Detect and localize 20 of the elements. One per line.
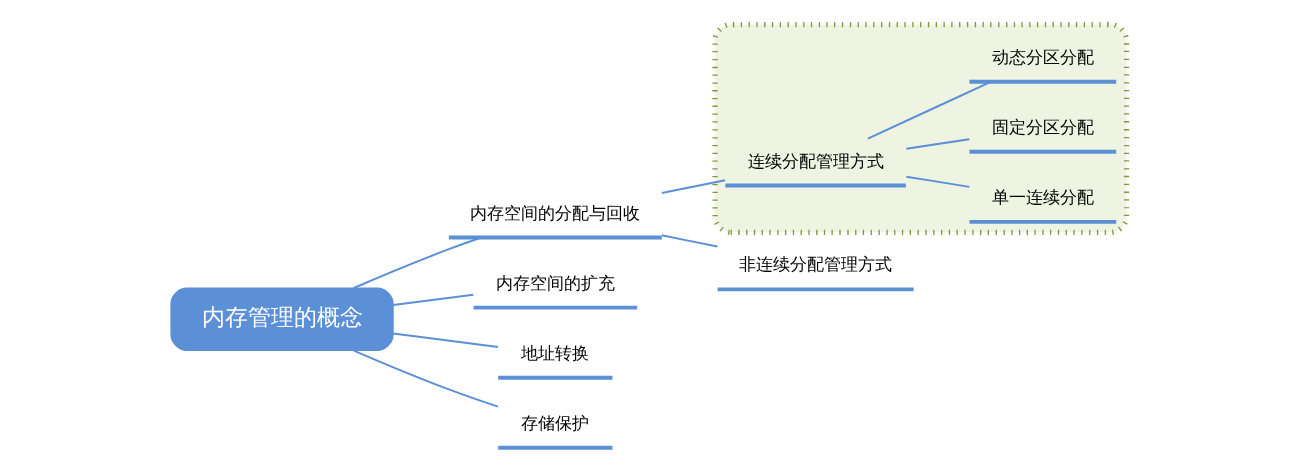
node-text: 内存空间的扩充: [495, 272, 615, 293]
connector: [392, 293, 475, 306]
connector: [392, 332, 499, 348]
node-text: 动态分区分配: [991, 46, 1094, 67]
node-text: 非连续分配管理方式: [739, 253, 893, 274]
connector: [352, 349, 500, 408]
connector: [660, 233, 719, 247]
node-box: 内存管理的概念: [170, 286, 394, 351]
connector: [866, 80, 992, 140]
node-text: 存储保护: [521, 412, 590, 433]
node-text: 地址转换: [521, 342, 590, 363]
node-text: 内存空间的分配与回收: [470, 202, 641, 223]
connector: [660, 178, 727, 194]
node-text: 连续分配管理方式: [747, 150, 884, 171]
node-text: 单一连续分配: [991, 186, 1094, 207]
connector: [905, 137, 971, 150]
cluster: [712, 21, 1130, 235]
connector: [905, 175, 971, 188]
node-text: 固定分区分配: [991, 116, 1094, 137]
connector: [352, 236, 483, 289]
